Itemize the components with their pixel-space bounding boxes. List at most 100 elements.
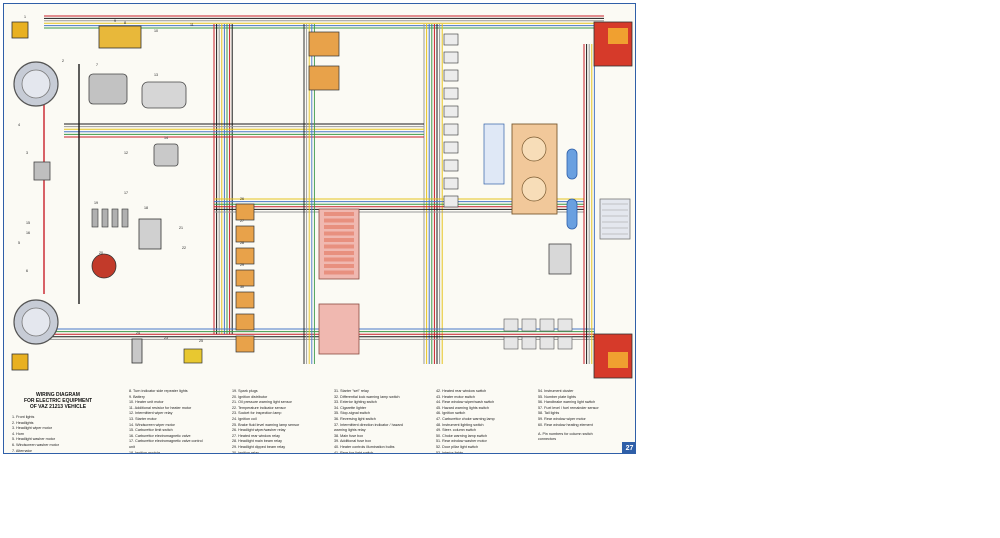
title-line: OF VAZ 21213 VEHICLE [29,404,87,410]
component-number-label: 23 [164,336,168,340]
legend-item: 2. Headlights [12,420,34,425]
component-number-label: 11 [190,23,194,27]
starter-shape [141,81,187,109]
connector-shape [539,318,555,332]
component-number-label: 22 [182,246,186,250]
component-number-label: 14 [164,136,168,140]
note-line: A. Pin numbers for column switch [538,432,593,436]
legend-item: 18. Ignition module [129,450,161,454]
washer-motor-shape [33,161,51,181]
legend-item: 12. Intermittent wiper relay [129,411,173,416]
diagram-title: WIRING DIAGRAM FOR ELECTRIC EQUIPMENT OF… [18,392,98,410]
legend-item: 23. Socket for inspection lamp [232,411,282,416]
switch-shape [443,177,459,190]
note-line: connectors [538,437,557,442]
legend-item: 24. Ignition coil [232,416,257,421]
fuse-box-shape [318,303,360,355]
spark-plug-shape [91,208,99,228]
spark-plug-shape [121,208,129,228]
legend-item: unit [129,444,135,449]
title-line: FOR ELECTRIC EQUIPMENT [23,398,93,404]
legend-item: 17. Carburettor electromagnetic valve co… [129,439,203,444]
switch-shape [443,141,459,154]
component-number-label: 6 [26,269,28,273]
legend-item: 38. Main fuse box [334,433,364,438]
legend-item: 25. Brake fluid level warning lamp senso… [232,422,300,427]
wiring-diagram: 1234567891011121314151617181920212223242… [11,15,633,379]
relay-shape [235,247,255,265]
relay-shape [235,291,255,309]
fuse-shape [324,270,354,275]
legend-item: 51. Rear window washer motor [436,439,487,444]
legend-item: 26. Headlight wiper/washer relay [232,428,286,433]
legend-item: 8. Turn indicator side repeater lights [129,389,188,393]
legend-item: 48. Instrument lighting switch [436,422,484,427]
component-number-label: 4 [18,123,20,127]
legend-item: 49. Steer. column switch [436,428,476,433]
legend-item: 43. Heater motor switch [436,394,475,399]
legend-item: 54. Instrument cluster [538,389,574,393]
component-number-label: 2 [62,59,64,63]
legend-item: 10. Heater unit motor [129,400,164,405]
fuse-shape [324,225,354,229]
legend-item: 46. Ignition switch [436,411,466,416]
component-number-label: 3 [26,151,28,155]
headlight-lens-shape [21,69,51,99]
component-number-label: 17 [124,191,128,195]
component-number-label: 25 [199,339,203,343]
relay-shape [235,269,255,287]
legend-item: 13. Starter motor [129,416,157,421]
connector-shape [557,336,573,350]
spark-plug-shape [111,208,119,228]
gauge-shape [521,136,547,162]
battery-shape [98,25,142,49]
component-number-label: 1 [24,15,26,19]
legend-item: 53. Interior lights [436,450,464,454]
legend-item: 15. Carburettor limit switch [129,428,173,433]
legend-item: 57. Fuel level / fuel remainder sensor [538,405,599,410]
legend-item: 42. Heated rear window switch [436,389,487,393]
connector-shape [503,336,519,350]
legend-item: 32. Differential lock warning lamp switc… [334,394,400,399]
component-number-label: 19 [94,201,98,205]
legend-item: 20. Ignition distributor [232,394,268,399]
socket-shape [183,348,203,364]
legend-item: 7. Alternator [12,448,32,453]
component-number-label: 28 [240,241,244,245]
legend-item: 35. Stop-signal switch [334,411,370,416]
legend-item: 11. Additional resistor for heater motor [129,405,192,410]
connector-shape [503,318,519,332]
legend-item: 6. Windscreen washer motor [12,442,59,447]
legend-item: 30. Ignition relay [232,450,260,454]
legend-item: 5. Headlight washer motor [12,437,56,442]
legend-item: 59. Rear window wiper motor [538,416,586,421]
interior-light-shape [566,198,578,230]
legend-item: 37. Intermittent direction indicator / h… [334,422,403,427]
component-number-label: 13 [154,73,158,77]
legend-item: 4. Horn [12,431,25,436]
fuel-sensor-shape [548,243,572,275]
legend-item: 40. Heater controls illumination bulbs [334,444,395,449]
component-number-label: 5 [18,241,20,245]
relay-shape [235,335,255,353]
legend-item: 21. Oil pressure warning light sensor [232,400,292,405]
legend-item: 19. Spark plugs [232,389,258,393]
page-number: 27 [622,442,635,453]
component-number-label: 24 [136,331,140,335]
connector-shape [521,318,537,332]
column-switch-shape [483,123,505,185]
wiper-motor-shape [153,143,179,167]
legend-item: 3. Headlight wiper motor [12,426,52,431]
component-number-label: 9 [114,19,116,23]
component-number-label: 21 [179,226,183,230]
legend-item: 31. Starter "set" relay [334,389,369,393]
fuse-shape [324,231,354,236]
headlight-lens-shape [21,307,51,337]
legend-item: 14. Windscreen wiper motor [129,422,175,427]
legend: WIRING DIAGRAM FOR ELECTRIC EQUIPMENT OF… [4,385,635,454]
